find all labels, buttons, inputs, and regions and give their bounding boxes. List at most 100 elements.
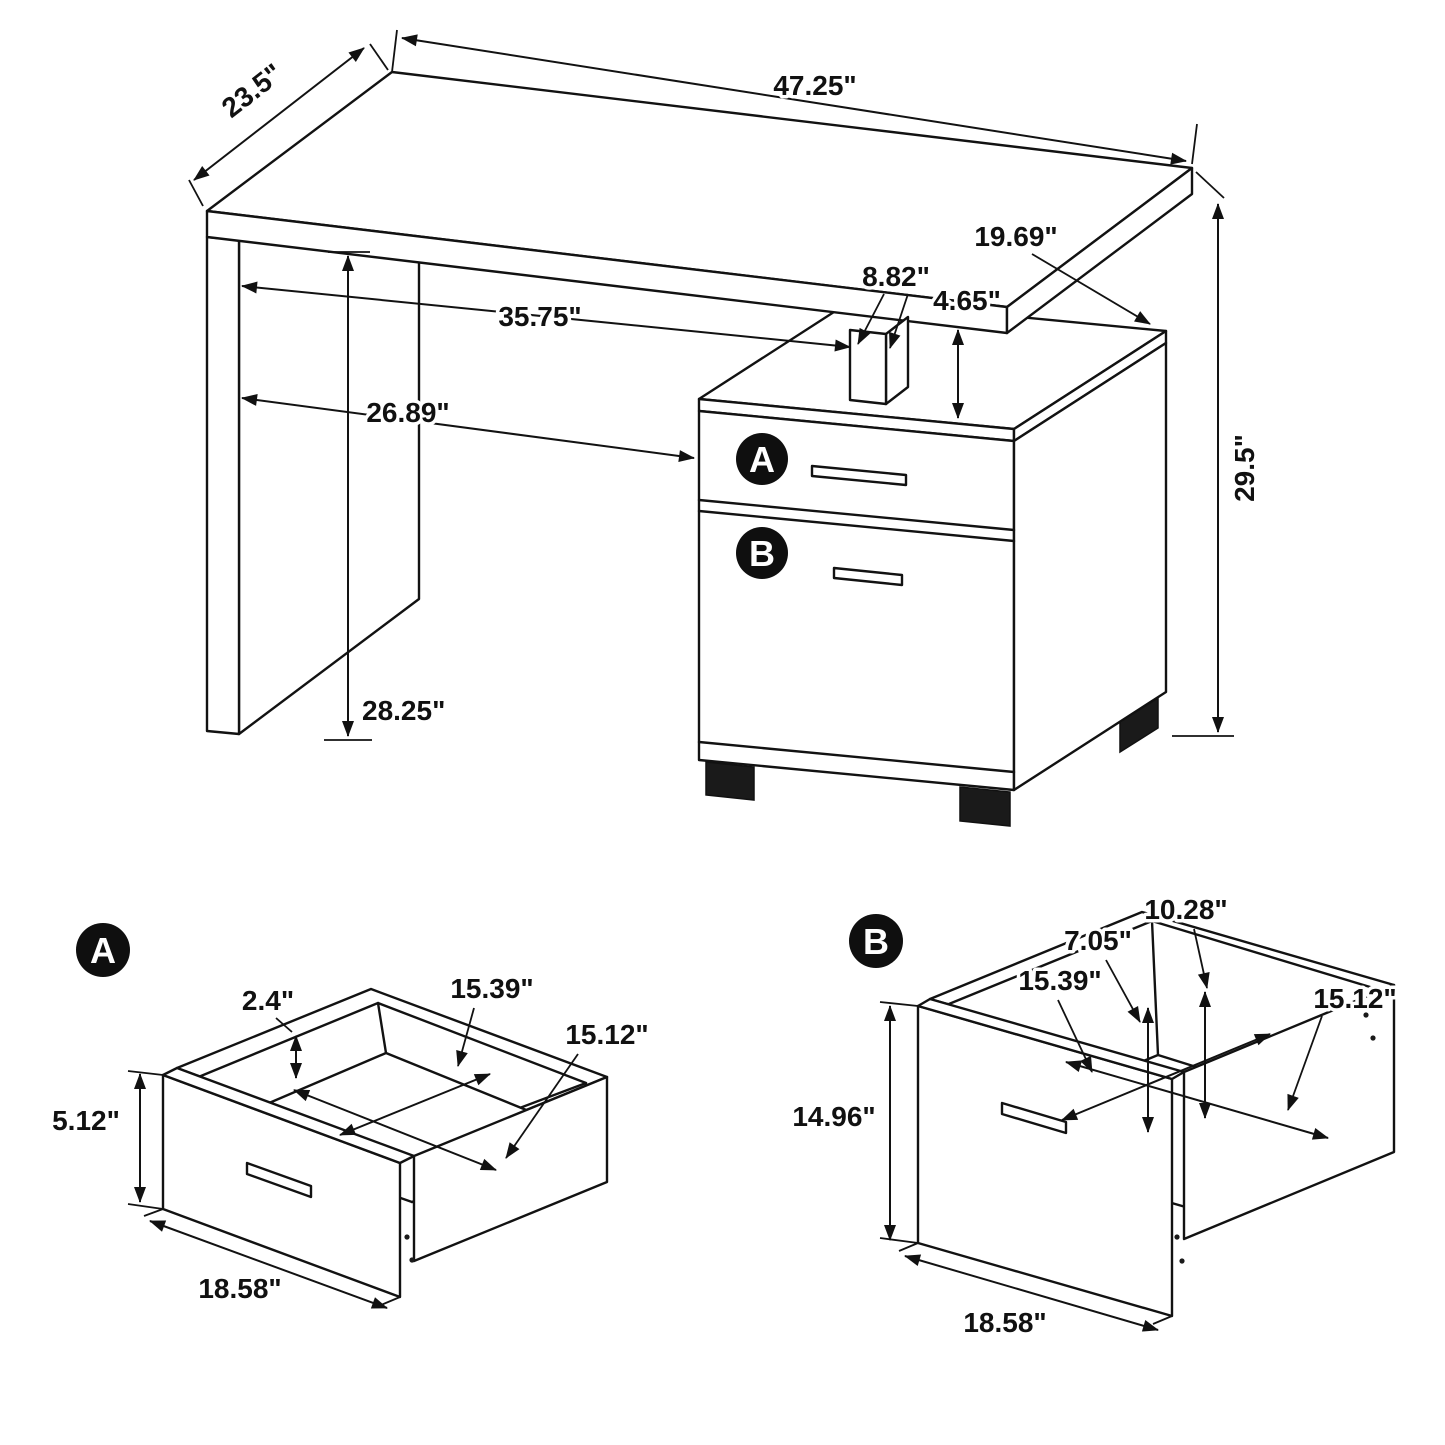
ext-tick <box>1191 123 1198 165</box>
leader-line <box>889 293 909 349</box>
ext-tick <box>127 1203 164 1210</box>
screw-dot <box>1174 1234 1180 1240</box>
screw-dot <box>1363 1012 1369 1018</box>
badge-circle-a <box>736 433 788 485</box>
drawer-a-handle <box>810 464 908 487</box>
ext-tick <box>391 29 398 73</box>
door-b-badge: B <box>736 527 788 579</box>
ext-tick <box>898 1242 919 1252</box>
drawer-a-badge: A <box>736 433 788 485</box>
dim-b-inner-width: 15.12" <box>1065 980 1400 1140</box>
ext-tick <box>369 43 389 71</box>
foot-back-right <box>1119 696 1159 754</box>
ext-tick <box>879 1237 919 1244</box>
screw-dot <box>404 1234 410 1240</box>
dim-bracket-offset: 8.82" <box>857 258 933 349</box>
leader-line <box>1031 253 1151 325</box>
leader-line <box>505 1053 579 1159</box>
dim-line <box>904 1254 1159 1332</box>
dim-label-kneehole-width: 35.75" <box>498 301 581 332</box>
plinth-line <box>697 740 1016 774</box>
dim-label-a-inner-depth: 15.39" <box>450 973 533 1004</box>
ext-tick <box>1195 171 1225 199</box>
dim-label-top-depth: 23.5" <box>216 57 288 123</box>
dim-kneehole-clearance: 26.89" <box>241 394 695 462</box>
dim-line <box>293 1089 497 1171</box>
dim-cabinet-top-depth: 19.69" <box>971 218 1151 325</box>
leader-line <box>456 1007 475 1067</box>
screw-dot <box>1370 1035 1376 1041</box>
screw-dot <box>1179 1258 1185 1264</box>
ext-tick <box>127 1070 164 1076</box>
inner-corner <box>1150 919 1160 1057</box>
dim-label-a-inner-width: 15.12" <box>565 1019 648 1050</box>
drawer-a-detail-handle <box>245 1161 313 1199</box>
dim-line <box>241 394 695 462</box>
cabinet-pedestal <box>697 299 1168 827</box>
inner-corner <box>376 1001 388 1055</box>
dim-label-kneehole-clearance: 26.89" <box>366 397 449 428</box>
dim-b-front-height: 14.96" <box>789 1001 919 1244</box>
dim-a-front-width: 18.58" <box>143 1208 401 1309</box>
dim-a-inner-width: 15.12" <box>293 1016 652 1171</box>
dim-label-a-front-width: 18.58" <box>198 1273 281 1304</box>
dim-b-front-width: 18.58" <box>898 1242 1173 1342</box>
dim-label-b-rail-front-offset: 7.05" <box>1064 925 1132 956</box>
dim-label-b-inner-depth: 15.39" <box>1018 965 1101 996</box>
drawer-a-detail: A 5.12" 2.4" <box>49 923 652 1309</box>
dim-label-cabinet-top-depth: 19.69" <box>974 221 1057 252</box>
badge-circle-b <box>736 527 788 579</box>
dim-top-gap: 4.65" <box>930 282 1004 419</box>
leader-line <box>857 293 885 345</box>
dim-kneehole-width: 35.75" <box>241 281 851 352</box>
dim-b-rail-back-offset: 10.28" <box>1141 891 1231 1119</box>
ext-tick <box>188 179 204 207</box>
bracket-front <box>848 328 888 406</box>
badge-letter-b: B <box>749 533 775 574</box>
dim-desk-top-width: 47.25" <box>391 29 1198 165</box>
dim-b-inner-depth: 15.39" <box>1015 962 1271 1121</box>
ext-tick <box>143 1208 164 1217</box>
panel-front-face <box>205 235 241 736</box>
leader-line <box>1193 928 1210 989</box>
desktop-right-face <box>1005 166 1194 335</box>
cabinet-side-face <box>1012 341 1168 792</box>
desk-main-view: A B 47.25" 23.5" 29.5" 19.69" <box>188 29 1264 827</box>
drawer-divider-lower <box>697 509 1016 543</box>
dim-line <box>401 34 1187 165</box>
ext-tick <box>879 1001 919 1007</box>
detail-a-badge: A <box>76 923 130 977</box>
dim-b-rail-front-offset: 7.05" <box>1061 922 1154 1133</box>
drawer-b-box <box>916 910 1396 1318</box>
leader-line <box>1105 959 1141 1023</box>
foot-front-right <box>959 786 1011 827</box>
ext-tick <box>1152 1315 1173 1325</box>
dim-a-front-height: 5.12" <box>49 1070 164 1210</box>
screw-dot <box>409 1257 415 1263</box>
dim-label-b-inner-width: 15.12" <box>1313 983 1396 1014</box>
badge-circle-detail-a <box>76 923 130 977</box>
detail-b-badge: B <box>849 914 903 968</box>
badge-letter-a: A <box>749 439 775 480</box>
badge-letter-detail-a: A <box>90 930 116 971</box>
dim-overall-height: 29.5" <box>1172 171 1264 737</box>
leader-line <box>275 1017 293 1033</box>
door-b-handle <box>832 566 904 587</box>
side-exterior <box>412 1075 609 1263</box>
dim-label-a-rim-drop: 2.4" <box>242 985 294 1016</box>
drawer-b-detail: B 14.96" 15.39" <box>789 891 1400 1342</box>
dim-label-b-front-width: 18.58" <box>963 1307 1046 1338</box>
dim-a-inner-depth: 15.39" <box>339 970 537 1136</box>
ext-tick <box>380 1296 401 1306</box>
foot-front-left <box>705 761 755 801</box>
badge-circle-detail-b <box>849 914 903 968</box>
drawer-divider-upper <box>697 498 1016 532</box>
dim-line <box>149 1220 388 1309</box>
dim-label-a-front-height: 5.12" <box>52 1105 120 1136</box>
dim-label-b-front-height: 14.96" <box>792 1101 875 1132</box>
dim-label-top-width: 47.25" <box>773 70 856 101</box>
dim-line <box>1065 1060 1329 1140</box>
bracket-side <box>884 315 910 406</box>
